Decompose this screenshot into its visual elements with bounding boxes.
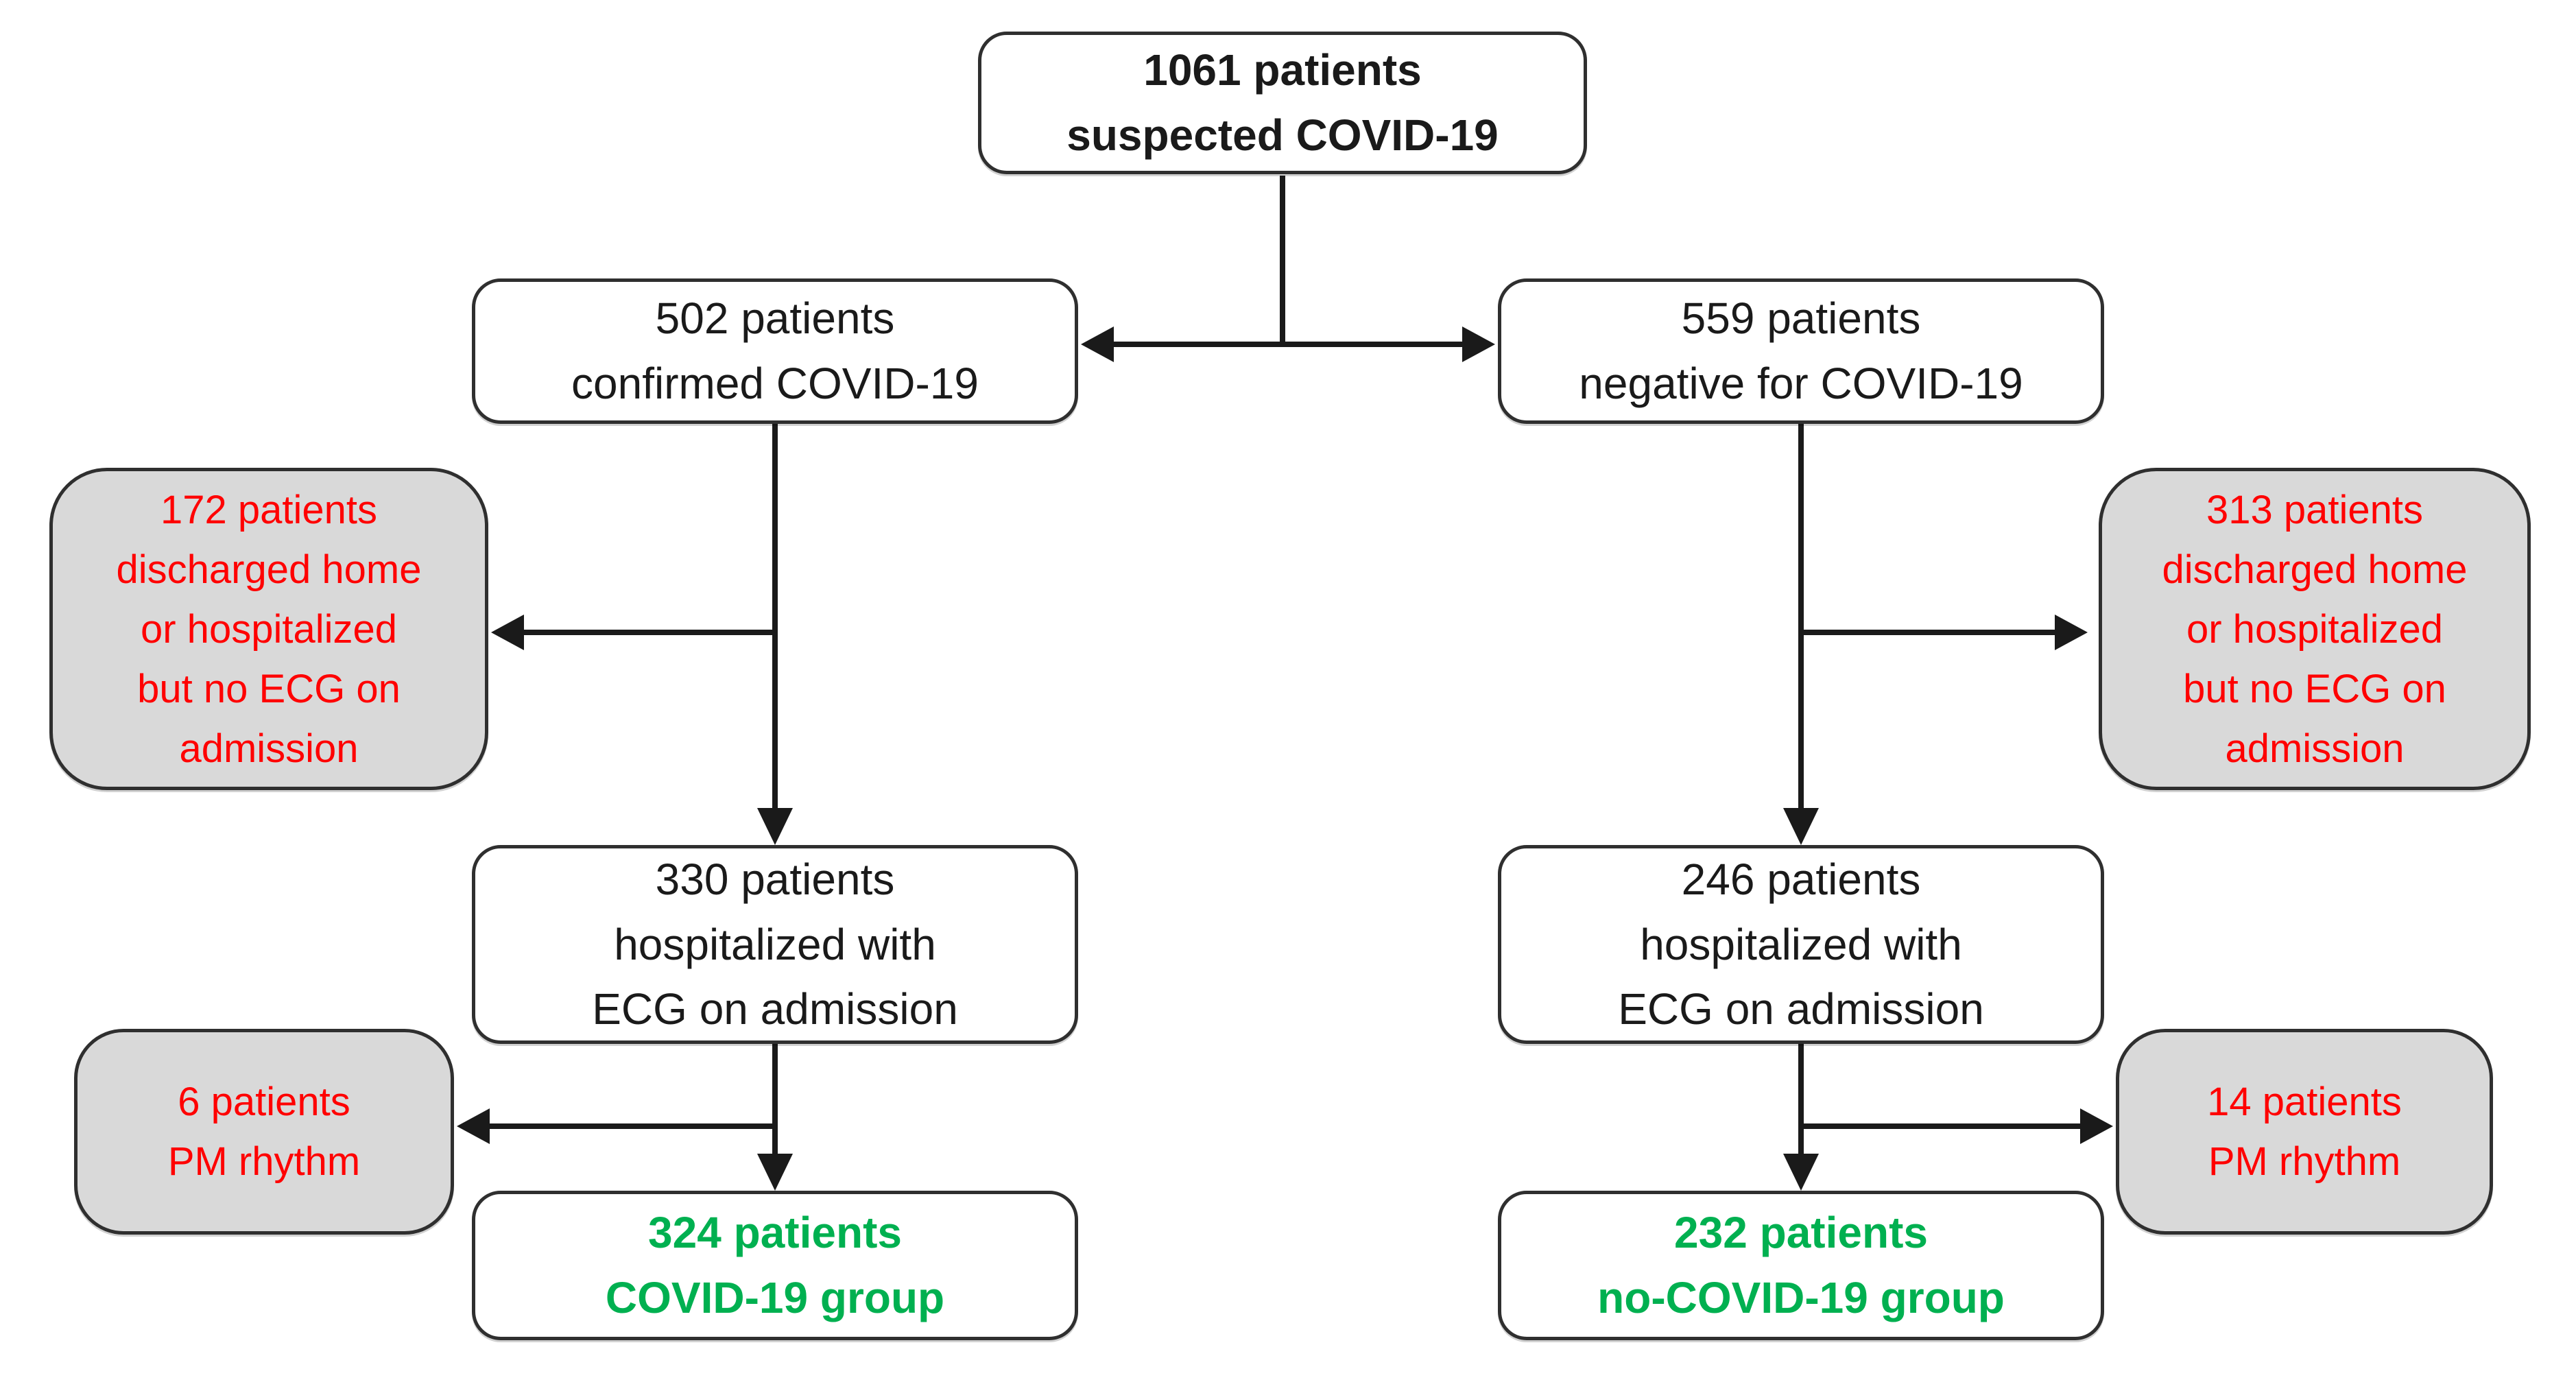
arrow-left-head-icon xyxy=(457,1108,490,1144)
text-line: no-COVID-19 group xyxy=(1597,1273,2005,1322)
text-line: 324 patients xyxy=(648,1208,902,1258)
connector-hospitalized-to-nocovid-group xyxy=(1798,1044,1804,1155)
text-line: 232 patients xyxy=(1674,1208,1928,1258)
text-line: PM rhythm xyxy=(2208,1139,2401,1184)
text-line: hospitalized with xyxy=(1640,919,1962,969)
arrow-right-head-icon xyxy=(2055,615,2088,650)
node-covid-group: 324 patients COVID-19 group xyxy=(472,1191,1078,1340)
text-line: negative for COVID-19 xyxy=(1579,359,2023,408)
node-excluded-pm-nocovid: 14 patients PM rhythm xyxy=(2116,1029,2493,1235)
connector-suspected-to-split xyxy=(1280,176,1285,344)
text-line: admission xyxy=(2225,726,2405,771)
text-line: hospitalized with xyxy=(614,919,936,969)
node-suspected-covid: 1061 patients suspected COVID-19 xyxy=(978,32,1587,174)
connector-hospitalized-to-pm-exclusion xyxy=(1801,1123,2080,1129)
text-line: 313 patients xyxy=(2206,487,2424,532)
arrow-down-head-icon xyxy=(757,808,793,845)
text-line: 246 patients xyxy=(1681,854,1921,904)
text-line: 330 patients xyxy=(655,854,895,904)
node-negative-covid: 559 patients negative for COVID-19 xyxy=(1498,278,2104,424)
text-line: but no ECG on xyxy=(2183,666,2446,711)
node-confirmed-covid: 502 patients confirmed COVID-19 xyxy=(472,278,1078,424)
text-line: suspected COVID-19 xyxy=(1066,110,1499,160)
text-line: 559 patients xyxy=(1681,294,1921,344)
connector-negative-to-hospitalized xyxy=(1798,424,1804,809)
connector-hospitalized-to-covid-group xyxy=(772,1044,778,1155)
text-line: discharged home xyxy=(116,547,422,592)
text-line: PM rhythm xyxy=(167,1139,361,1184)
arrow-right-head-icon xyxy=(2080,1108,2113,1144)
arrow-left-head-icon xyxy=(491,615,524,650)
text-line: ECG on admission xyxy=(592,984,958,1034)
split-arrow-right-head-icon xyxy=(1462,326,1495,362)
node-excluded-pm-covid: 6 patients PM rhythm xyxy=(74,1029,454,1235)
text-line: 1061 patients xyxy=(1143,45,1422,95)
node-excluded-no-ecg-nocovid: 313 patients discharged home or hospital… xyxy=(2099,468,2531,790)
text-line: or hospitalized xyxy=(141,606,397,652)
arrow-down-head-icon xyxy=(1783,808,1819,845)
text-line: 502 patients xyxy=(655,294,895,344)
split-arrow-left-head-icon xyxy=(1081,326,1114,362)
connector-hospitalized-to-pm-exclusion xyxy=(490,1123,775,1129)
node-hospitalized-ecg-covid: 330 patients hospitalized with ECG on ad… xyxy=(472,845,1078,1044)
connector-negative-to-exclusion xyxy=(1801,630,2055,635)
text-line: 6 patients xyxy=(178,1080,350,1124)
node-hospitalized-ecg-nocovid: 246 patients hospitalized with ECG on ad… xyxy=(1498,845,2104,1044)
node-excluded-no-ecg-covid: 172 patients discharged home or hospital… xyxy=(49,468,488,790)
text-line: admission xyxy=(179,726,359,771)
text-line: confirmed COVID-19 xyxy=(571,359,979,408)
arrow-down-head-icon xyxy=(1783,1154,1819,1191)
text-line: COVID-19 group xyxy=(605,1273,945,1322)
text-line: or hospitalized xyxy=(2186,606,2443,652)
text-line: 14 patients xyxy=(2207,1080,2402,1124)
text-line: but no ECG on xyxy=(137,666,401,711)
node-nocovid-group: 232 patients no-COVID-19 group xyxy=(1498,1191,2104,1340)
text-line: ECG on admission xyxy=(1618,984,1984,1034)
arrow-down-head-icon xyxy=(757,1154,793,1191)
text-line: 172 patients xyxy=(160,487,378,532)
connector-confirmed-to-exclusion xyxy=(521,630,775,635)
connector-confirmed-to-hospitalized xyxy=(772,424,778,809)
text-line: discharged home xyxy=(2162,547,2468,592)
split-arrow-line xyxy=(1111,342,1465,347)
